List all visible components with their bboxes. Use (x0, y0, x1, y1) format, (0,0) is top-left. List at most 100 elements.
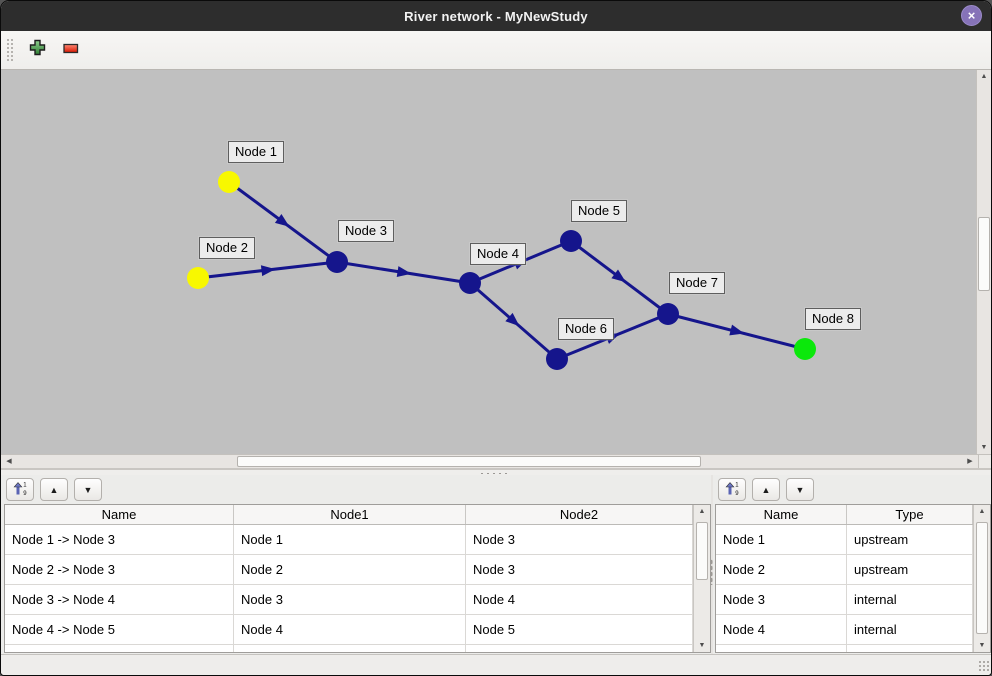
table-cell[interactable]: Node 5 (466, 615, 693, 645)
horizontal-splitter[interactable] (1, 468, 991, 475)
network-node[interactable] (657, 303, 679, 325)
close-button[interactable]: × (961, 5, 982, 26)
node-label[interactable]: Node 5 (571, 200, 627, 222)
scroll-right-icon[interactable]: ▶ (967, 458, 973, 465)
vertical-scroll-thumb[interactable] (976, 522, 988, 634)
table-cell[interactable]: upstream (847, 525, 973, 555)
remove-branch-button[interactable] (60, 39, 82, 61)
canvas-horizontal-scrollbar[interactable]: ◀ ▶ (1, 454, 991, 469)
table-cell[interactable]: upstream (847, 555, 973, 585)
move-down-button[interactable]: ▼ (786, 478, 814, 501)
nodes-toolbar: 1 9 ▲ ▼ (713, 475, 991, 504)
edge-arrow-icon (611, 269, 626, 283)
node-label[interactable]: Node 4 (470, 243, 526, 265)
network-graph (187, 171, 816, 370)
table-cell[interactable] (847, 645, 973, 652)
table-cell[interactable] (716, 645, 847, 652)
network-node[interactable] (187, 267, 209, 289)
table-cell[interactable]: Node 2 (234, 555, 466, 585)
node-label[interactable]: Node 6 (558, 318, 614, 340)
vertical-splitter[interactable] (710, 475, 713, 654)
column-header[interactable]: Name (716, 505, 847, 524)
svg-text:1: 1 (23, 482, 27, 488)
table-cell[interactable]: Node 4 (466, 585, 693, 615)
network-node[interactable] (326, 251, 348, 273)
node-label[interactable]: Node 3 (338, 220, 394, 242)
horizontal-scroll-thumb[interactable] (237, 456, 701, 467)
sort-button[interactable]: 1 9 (718, 478, 746, 501)
table-cell[interactable]: Node 3 -> Node 4 (5, 585, 234, 615)
node-label[interactable]: Node 8 (805, 308, 861, 330)
nodes-table-scrollbar[interactable]: ▲ ▼ (973, 505, 990, 652)
table-row[interactable] (716, 645, 973, 652)
branches-table-scrollbar[interactable]: ▲ ▼ (693, 505, 710, 652)
scroll-down-icon[interactable]: ▼ (698, 642, 706, 649)
move-down-icon: ▼ (83, 484, 93, 495)
table-cell[interactable] (466, 645, 693, 652)
sort-ascending-icon: 1 9 (725, 481, 740, 498)
splitter-handle-icon (710, 559, 713, 585)
column-header[interactable]: Node1 (234, 505, 466, 524)
node-label[interactable]: Node 1 (228, 141, 284, 163)
table-cell[interactable]: Node 1 (716, 525, 847, 555)
table-cell[interactable]: Node 4 (716, 615, 847, 645)
scroll-left-icon[interactable]: ◀ (6, 458, 12, 465)
vertical-scroll-thumb[interactable] (696, 522, 708, 580)
table-row[interactable] (5, 645, 693, 652)
edge-arrow-icon (505, 312, 520, 327)
scroll-down-icon[interactable]: ▼ (980, 444, 988, 451)
column-header[interactable]: Node2 (466, 505, 693, 524)
network-node[interactable] (794, 338, 816, 360)
table-cell[interactable]: Node 3 (466, 555, 693, 585)
table-cell[interactable]: Node 1 (234, 525, 466, 555)
scroll-up-icon[interactable]: ▲ (980, 73, 988, 80)
sort-button[interactable]: 1 9 (6, 478, 34, 501)
move-up-button[interactable]: ▲ (40, 478, 68, 501)
resize-grip-icon[interactable] (978, 660, 990, 672)
table-cell[interactable]: Node 3 (466, 525, 693, 555)
network-node[interactable] (546, 348, 568, 370)
scroll-down-icon[interactable]: ▼ (978, 642, 986, 649)
branches-toolbar: 1 9 ▲ ▼ (1, 475, 711, 504)
table-cell[interactable]: Node 4 (234, 615, 466, 645)
table-cell[interactable]: Node 2 -> Node 3 (5, 555, 234, 585)
table-cell[interactable]: Node 1 -> Node 3 (5, 525, 234, 555)
move-down-button[interactable]: ▼ (74, 478, 102, 501)
network-canvas[interactable]: ▲ ▼ Node 1 Node 2 Node 3 Node 4 Node 5 Node 6… (1, 70, 991, 454)
canvas-vertical-scrollbar[interactable]: ▲ ▼ (976, 70, 991, 454)
table-cell[interactable]: Node 3 (716, 585, 847, 615)
table-cell[interactable]: internal (847, 615, 973, 645)
scroll-up-icon[interactable]: ▲ (978, 508, 986, 515)
table-cell[interactable]: internal (847, 585, 973, 615)
toolbar-drag-handle[interactable] (5, 37, 14, 63)
network-node[interactable] (459, 272, 481, 294)
table-cell[interactable] (5, 645, 234, 652)
table-cell[interactable]: Node 4 -> Node 5 (5, 615, 234, 645)
network-node[interactable] (218, 171, 240, 193)
network-node[interactable] (560, 230, 582, 252)
add-branch-button[interactable] (26, 39, 48, 61)
table-cell[interactable]: Node 3 (234, 585, 466, 615)
node-label[interactable]: Node 7 (669, 272, 725, 294)
column-header[interactable]: Name (5, 505, 234, 524)
table-cell[interactable] (234, 645, 466, 652)
column-header[interactable]: Type (847, 505, 973, 524)
table-cell[interactable]: Node 2 (716, 555, 847, 585)
node-label[interactable]: Node 2 (199, 237, 255, 259)
scroll-up-icon[interactable]: ▲ (698, 508, 706, 515)
vertical-scroll-thumb[interactable] (978, 217, 990, 291)
move-up-button[interactable]: ▲ (752, 478, 780, 501)
